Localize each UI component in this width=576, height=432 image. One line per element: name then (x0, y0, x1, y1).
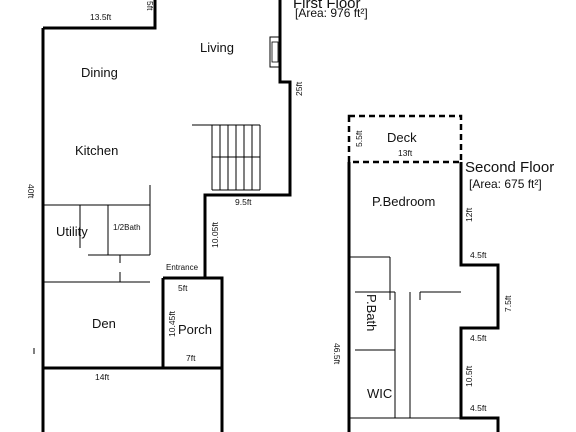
room-den: Den (92, 316, 116, 331)
room-half-bath: 1/2Bath (113, 223, 141, 232)
dim-porch-top: 5ft (178, 283, 188, 293)
room-deck: Deck (387, 130, 417, 145)
dim-notch: 9.5ft (235, 197, 252, 207)
second-floor-title: Second Floor (465, 159, 554, 176)
room-bath: P.Bath (364, 294, 379, 331)
dim-lower-bump: 4.5ft (470, 403, 487, 413)
dim-bump-depth: 7.5ft (503, 295, 513, 312)
dim-left: 40ft (26, 184, 36, 199)
second-floor-area: [Area: 675 ft²] (469, 177, 542, 191)
dim-porch-bottom: 7ft (186, 353, 196, 363)
dim-top-cut: 5ft (145, 1, 155, 11)
dim-porch-side: 10.45ft (167, 310, 177, 337)
room-bedroom: P.Bedroom (372, 194, 435, 209)
dim-bump-bottom: 4.5ft (470, 333, 487, 343)
dim-second-left: 46.5ft (332, 343, 342, 365)
dim-bedroom-side: 12ft (464, 207, 474, 222)
second-floor-walls (347, 114, 500, 432)
first-floor-area: [Area: 976 ft²] (295, 6, 368, 20)
dim-right: 25ft (294, 81, 304, 96)
first-floor-title: First Floor (293, 0, 361, 12)
room-porch: Porch (178, 322, 212, 337)
room-dining: Dining (81, 65, 118, 80)
dim-bump-top: 4.5ft (470, 250, 487, 260)
label-entrance: Entrance (166, 263, 199, 272)
dim-lower-side: 10.5ft (464, 365, 474, 387)
dim-bottom: 14ft (95, 372, 110, 382)
room-living: Living (200, 40, 234, 55)
dim-top-left: 13.5ft (90, 12, 112, 22)
first-floor-walls (33, 0, 292, 432)
room-kitchen: Kitchen (75, 143, 118, 158)
dim-deck-side: 5.5ft (354, 130, 364, 147)
dim-deck-width: 13ft (398, 148, 413, 158)
dim-entrance-wall: 10.05ft (210, 221, 220, 248)
room-wic: WIC (367, 386, 392, 401)
room-utility: Utility (56, 224, 88, 239)
